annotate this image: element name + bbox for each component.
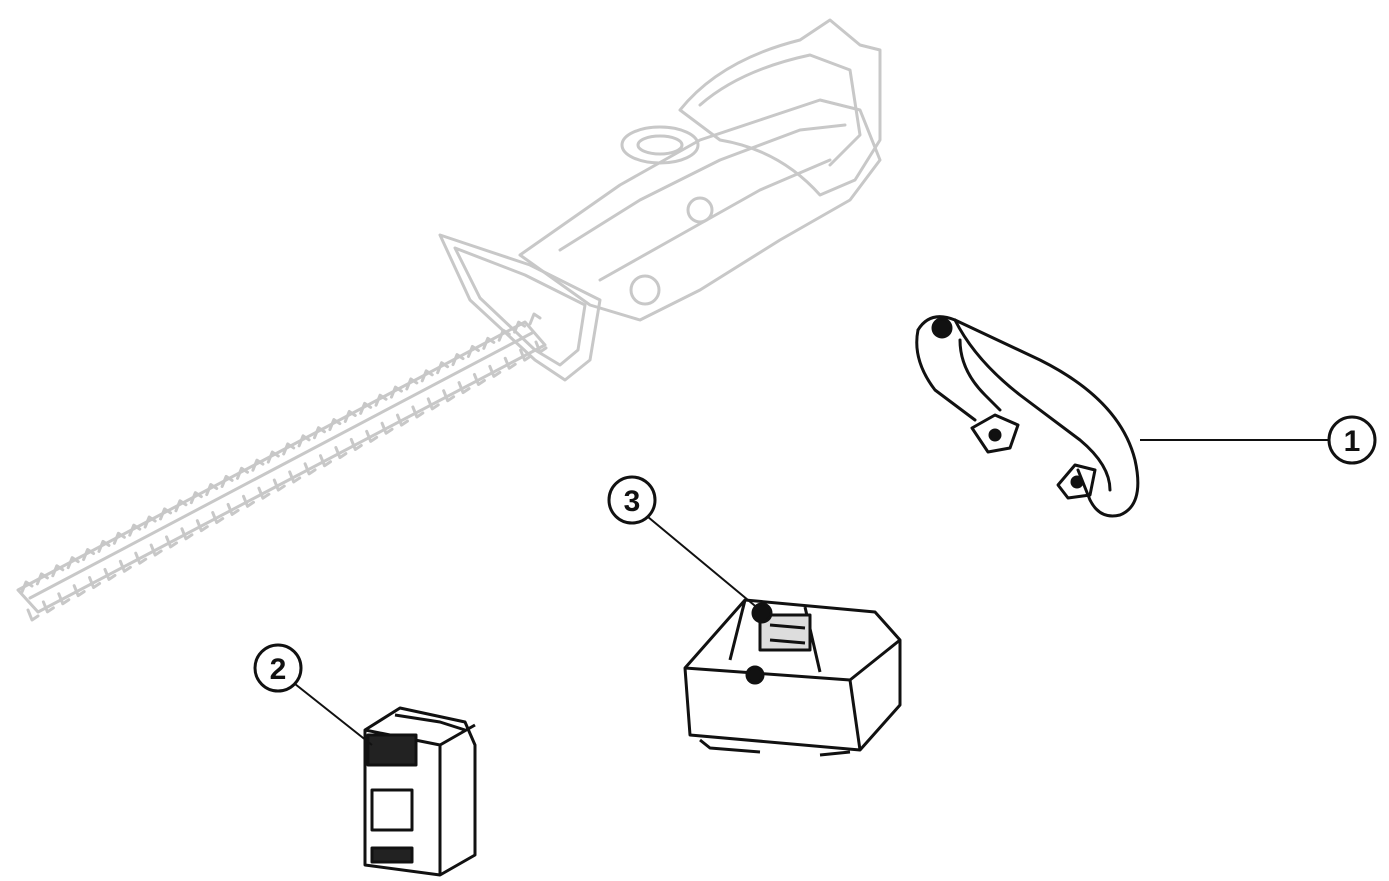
battery-pack [363,706,477,877]
leader-line-2 [289,679,373,746]
blade-tooth [420,369,434,383]
blade-tooth [149,543,163,557]
blade-tooth [411,405,425,419]
blade-tooth [349,437,363,451]
blade-tooth [288,470,302,484]
blade-tooth [72,584,86,598]
battery-charger [683,598,902,757]
blade-tooth [365,429,379,443]
blade-tooth [457,381,471,395]
blade-tooth [513,320,527,334]
blade-tooth [82,548,96,562]
blade-tooth [528,312,542,326]
blade-tooth [257,486,271,500]
handle-cap [931,317,953,339]
blade-tooth [35,572,49,586]
blade-tooth [272,478,286,492]
blade-tooth [395,413,409,427]
blade-tooth [242,494,256,508]
callout-circle-2 [253,643,303,693]
hedge-trimmer-ghost [16,18,882,622]
rear-handle-ghost [678,18,882,197]
blade-tooth [482,336,496,350]
blade-tooth [236,466,250,480]
blade-tooth [318,454,332,468]
blade-tooth [442,389,456,403]
blade-tooth [451,353,465,367]
blade-tooth [41,600,55,614]
blade-tooth [118,559,132,573]
callout-label-1: 1 [1344,425,1361,458]
blade-tooth [174,499,188,513]
blade-tooth [426,397,440,411]
blade-tooth [334,446,348,460]
callout-1: 1 [1140,415,1377,465]
blade-tooth [466,344,480,358]
callout-2: 2 [253,643,373,746]
blade-tooth [519,348,533,362]
blade-tooth [220,474,234,488]
blade-tooth [328,418,342,432]
trimmer-blade [16,312,548,622]
blade-tooth [374,393,388,407]
blade-tooth [51,564,65,578]
blade-tooth [312,426,326,440]
blade-tooth [436,361,450,375]
motor-housing [518,98,882,322]
blade-tooth [88,576,102,590]
blade-tooth [103,567,117,581]
blade-tooth [180,527,194,541]
blade-tooth [134,551,148,565]
auxiliary-handle [915,315,1140,518]
callout-circle-3 [607,475,657,525]
blade-tooth [57,592,71,606]
leader-line-3 [641,511,761,611]
callout-label-3: 3 [624,485,641,518]
blade-tooth [488,364,502,378]
blade-tooth [251,458,265,472]
blade-tooth [66,556,80,570]
blade-tooth [297,434,311,448]
blade-tooth [211,511,225,525]
blade-tooth [343,409,357,423]
blade-tooth [472,372,486,386]
blade-tooth [389,385,403,399]
blade-tooth [205,483,219,497]
blade-tooth [503,356,517,370]
blade-tooth [128,523,142,537]
blade-tooth [26,608,40,622]
blade-tooth [195,519,209,533]
callout-circle-1 [1327,415,1377,465]
blade-tooth [380,421,394,435]
blade-tooth [189,491,203,505]
callout-3: 3 [607,475,761,611]
blade-tooth [359,401,373,415]
blade-tooth [266,450,280,464]
blade-tooth [282,442,296,456]
blade-tooth [226,502,240,516]
blade-tooth [20,580,34,594]
blade-tooth [143,515,157,529]
blade-tooth [405,377,419,391]
blade-tooth [303,462,317,476]
callout-label-2: 2 [270,653,287,686]
blade-tooth [97,539,111,553]
blade-tooth [112,531,126,545]
blade-tooth [159,507,173,521]
trimmer-button [620,125,700,165]
blade-tooth [165,535,179,549]
blade-teeth [20,312,548,622]
